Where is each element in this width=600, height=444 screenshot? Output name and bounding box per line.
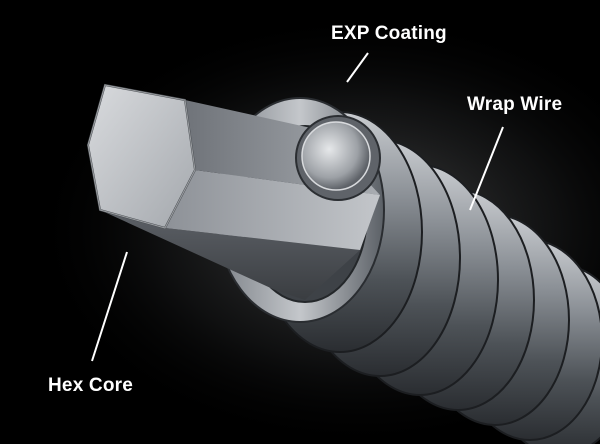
wrap-wire-leader xyxy=(469,126,504,211)
hex-core-leader xyxy=(91,251,128,362)
exp-coating-label: EXP Coating xyxy=(331,23,447,44)
hex-core-label: Hex Core xyxy=(48,375,133,396)
exp-coating-wire-end xyxy=(295,115,381,201)
exp-coating-leader xyxy=(346,52,369,83)
wrap-wire-label: Wrap Wire xyxy=(467,94,562,115)
